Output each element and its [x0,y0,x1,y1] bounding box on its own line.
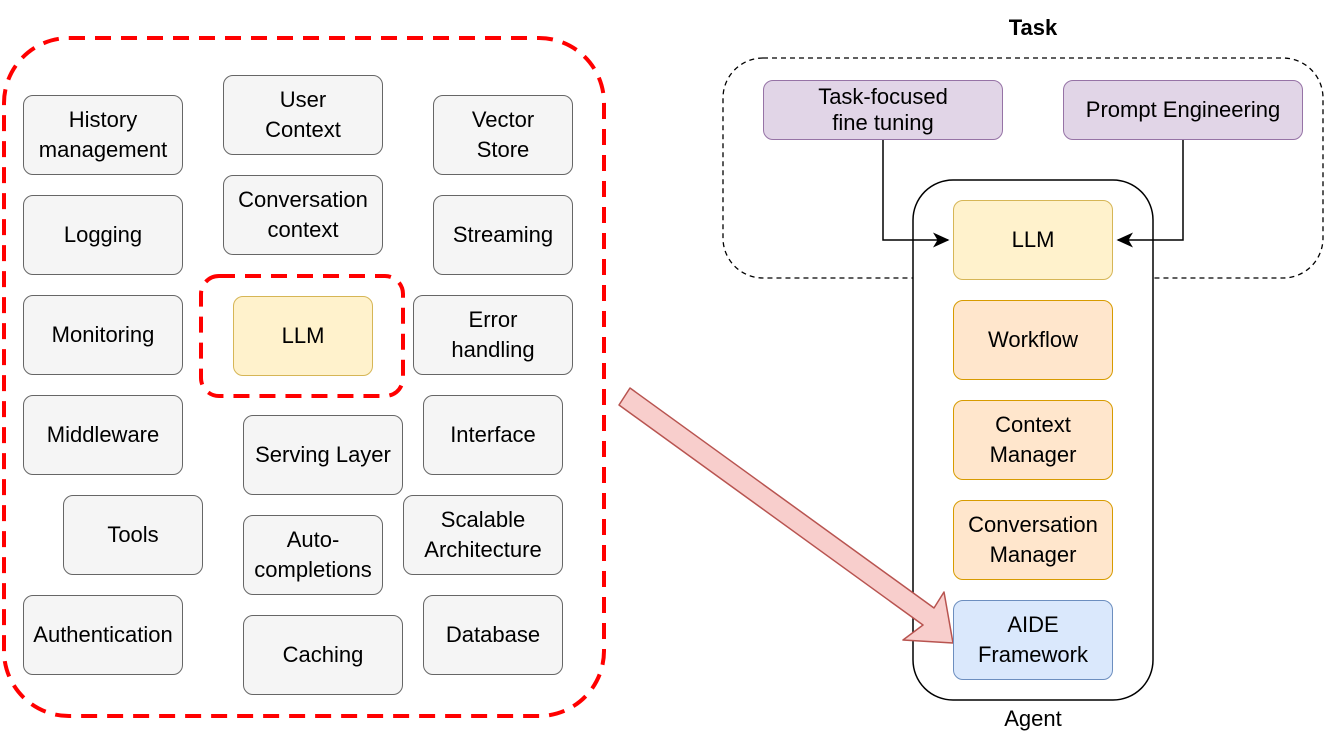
context-manager-node[interactable]: Context Manager [953,400,1113,480]
tools-node[interactable]: Tools [63,495,203,575]
interface-node[interactable]: Interface [423,395,563,475]
agent-llm-node[interactable]: LLM [953,200,1113,280]
streaming-node[interactable]: Streaming [433,195,573,275]
scalable-architecture-node[interactable]: Scalable Architecture [403,495,563,575]
transform-arrow [618,387,954,644]
vector-store-node[interactable]: Vector Store [433,95,573,175]
user-context-node[interactable]: User Context [223,75,383,155]
task-focused-fine-tuning-node[interactable]: Task-focused fine tuning [763,80,1003,140]
monitoring-node[interactable]: Monitoring [23,295,183,375]
prompt-engineering-to-llm-arrow [1116,140,1184,248]
authentication-node[interactable]: Authentication [23,595,183,675]
caching-node[interactable]: Caching [243,615,403,695]
conversation-manager-node[interactable]: Conversation Manager [953,500,1113,580]
prompt-engineering-node[interactable]: Prompt Engineering [1063,80,1303,140]
logging-node[interactable]: Logging [23,195,183,275]
task-title: Task [1008,15,1058,40]
agent-label: Agent [1004,706,1062,731]
middleware-node[interactable]: Middleware [23,395,183,475]
llm-highlight-boundary [199,274,405,398]
aide-framework-node[interactable]: AIDE Framework [953,600,1113,680]
fine-tuning-to-llm-arrow [882,140,950,248]
conversation-context-node[interactable]: Conversation context [223,175,383,255]
error-handling-node[interactable]: Error handling [413,295,573,375]
history-management-node[interactable]: History management [23,95,183,175]
llm-node[interactable]: LLM [233,296,373,376]
serving-layer-node[interactable]: Serving Layer [243,415,403,495]
component-cloud-boundary [2,36,606,718]
auto-completions-node[interactable]: Auto- completions [243,515,383,595]
database-node[interactable]: Database [423,595,563,675]
workflow-node[interactable]: Workflow [953,300,1113,380]
